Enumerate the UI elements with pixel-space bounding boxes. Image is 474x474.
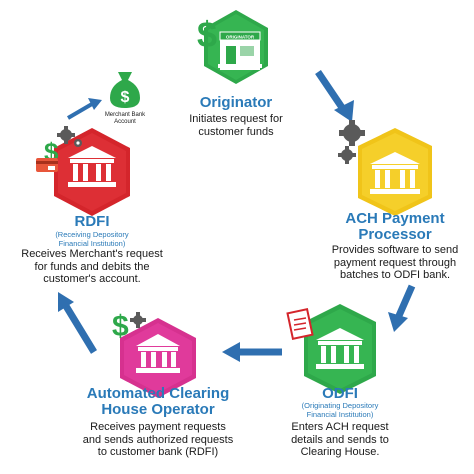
rdfi-description-line: for funds and debits the — [34, 260, 150, 273]
clearing-house-description-line: to customer bank (RDFI) — [97, 446, 219, 458]
clearing-house-description-line: Receives payment requests — [90, 421, 226, 433]
odfi-node — [286, 304, 376, 394]
arrow-rdfi-to-merchant — [66, 102, 94, 120]
rdfi-description-line: customer's account. — [43, 273, 141, 285]
bank-building-icon — [68, 146, 116, 187]
odfi-description-line: Enters ACH request — [291, 421, 389, 433]
originator-description-line: customer funds — [198, 125, 274, 138]
rdfi-node: $ — [36, 126, 130, 216]
svg-text:$: $ — [121, 89, 130, 106]
flow-arrows — [58, 70, 416, 362]
merchant-label-line: Account — [114, 119, 136, 125]
ach-processor-title-line: Processor — [358, 226, 432, 243]
clearing-house-description-line: and sends authorized requests — [82, 433, 234, 446]
odfi-subtitle: (Originating Depository Financial Instit… — [280, 401, 400, 419]
originator-title: Originator — [199, 94, 273, 111]
arrow-clearing-to-rdfi — [63, 304, 97, 354]
money-bag-icon: $ — [110, 72, 140, 108]
odfi-description-line: Clearing House. — [300, 446, 380, 458]
gear-icon — [130, 312, 146, 328]
dollar-icon: $ — [112, 310, 129, 343]
ach-processor-node — [338, 120, 432, 216]
credit-card-icon — [36, 158, 58, 172]
odfi-title: ODFI — [322, 385, 358, 402]
dollar-icon: $ — [197, 14, 217, 55]
bank-building-icon — [316, 328, 364, 369]
rdfi-subtitle-line: (Receiving Depository — [55, 230, 129, 239]
ach-processor-title-line: ACH Payment — [345, 210, 445, 227]
odfi-subtitle-line: Financial Institution) — [306, 410, 374, 419]
gear-icon — [338, 120, 365, 164]
clearing-house-title-line: Automated Clearing — [86, 385, 230, 402]
bank-building-icon — [370, 152, 420, 194]
rdfi-title: RDFI — [74, 213, 110, 230]
gear-icon — [57, 126, 82, 147]
rdfi-description: Receives Merchant's request for funds an… — [8, 248, 176, 286]
svg-text:$: $ — [197, 14, 217, 55]
ach-processor-description-line: Provides software to send — [331, 244, 459, 256]
ach-processor-description-line: batches to ODFI bank. — [339, 269, 451, 281]
clearing-house-title-line: House Operator — [101, 401, 215, 418]
ach-processor-description: Provides software to send payment reques… — [318, 244, 472, 282]
odfi-subtitle-line: (Originating Depository — [301, 401, 379, 410]
originator-node: ORIGINATOR $ — [197, 10, 268, 84]
rdfi-description-line: Receives Merchant's request — [21, 248, 163, 260]
document-icon — [286, 308, 314, 340]
odfi-description: Enters ACH request details and sends to … — [275, 421, 405, 459]
originator-description-line: Initiates request for — [189, 113, 283, 125]
ach-processor-title: ACH Payment Processor — [320, 211, 470, 243]
clearing-house-description: Receives payment requests and sends auth… — [66, 421, 250, 459]
arrow-originator-to-processor — [315, 70, 348, 114]
originator-description: Initiates request for customer funds — [166, 113, 306, 138]
bank-building-icon — [136, 334, 180, 373]
storefront-icon — [218, 31, 262, 70]
rdfi-subtitle: (Receiving Depository Financial Institut… — [32, 230, 152, 248]
clearing-house-node: $ — [112, 310, 196, 398]
merchant-bank-account-label: Merchant Bank Account — [100, 112, 150, 126]
rdfi-subtitle-line: Financial Institution) — [58, 239, 126, 248]
merchant-label-line: Merchant Bank — [104, 112, 146, 118]
originator-store-sign: ORIGINATOR — [226, 35, 255, 40]
svg-text:$: $ — [112, 310, 129, 343]
ach-processor-description-line: payment request through — [333, 256, 457, 269]
odfi-description-line: details and sends to — [291, 433, 389, 446]
arrow-processor-to-odfi — [394, 284, 416, 320]
clearing-house-title: Automated Clearing House Operator — [80, 386, 236, 418]
